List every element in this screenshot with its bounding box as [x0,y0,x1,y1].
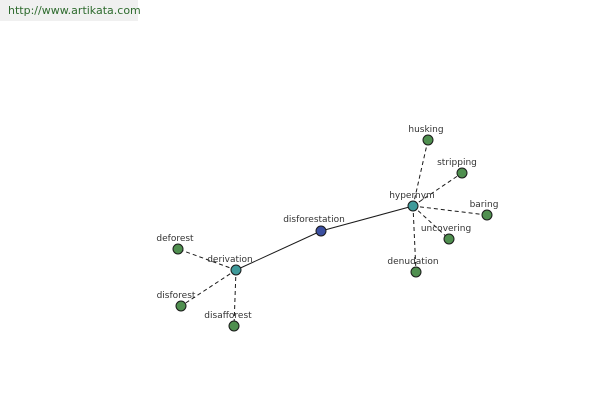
node-label-disforest: disforest [157,291,196,301]
node-label-deforest: deforest [156,234,194,244]
node-disafforest[interactable] [228,320,240,332]
node-label-uncovering: uncovering [421,224,471,234]
node-husking[interactable] [422,134,434,146]
edge-derivation-disforest [180,269,237,307]
node-label-baring: baring [470,200,499,210]
site-url: http://www.artikata.com [8,4,141,17]
node-label-derivation: derivation [207,255,253,265]
nodes-layer [172,134,493,332]
edge-hypernym-husking [412,139,429,207]
edge-derivation-deforest [177,248,237,271]
url-banner: http://www.artikata.com [0,0,141,21]
node-denudation[interactable] [410,266,422,278]
node-label-hypernym: hypernym [389,191,435,201]
edge-hypernym-uncovering [412,205,450,240]
edges-layer [177,139,488,327]
node-label-disforestation: disforestation [283,215,345,225]
node-deforest[interactable] [172,243,184,255]
edge-derivation-disafforest [233,269,237,327]
node-stripping[interactable] [456,167,468,179]
node-derivation[interactable] [230,264,242,276]
edge-disforestation-derivation [235,230,322,271]
node-label-denudation: denudation [387,257,438,267]
edge-hypernym-baring [412,205,488,216]
node-disforestation[interactable] [315,225,327,237]
node-hypernym[interactable] [407,200,419,212]
edge-hypernym-stripping [412,172,463,207]
edge-disforestation-hypernym [320,205,414,232]
labels-layer: disforestation derivation hypernym deforest… [156,125,498,321]
node-uncovering[interactable] [443,233,455,245]
node-label-disafforest: disafforest [204,311,252,321]
node-disforest[interactable] [175,300,187,312]
node-label-stripping: stripping [437,158,477,168]
node-label-husking: husking [408,125,443,135]
node-baring[interactable] [481,209,493,221]
